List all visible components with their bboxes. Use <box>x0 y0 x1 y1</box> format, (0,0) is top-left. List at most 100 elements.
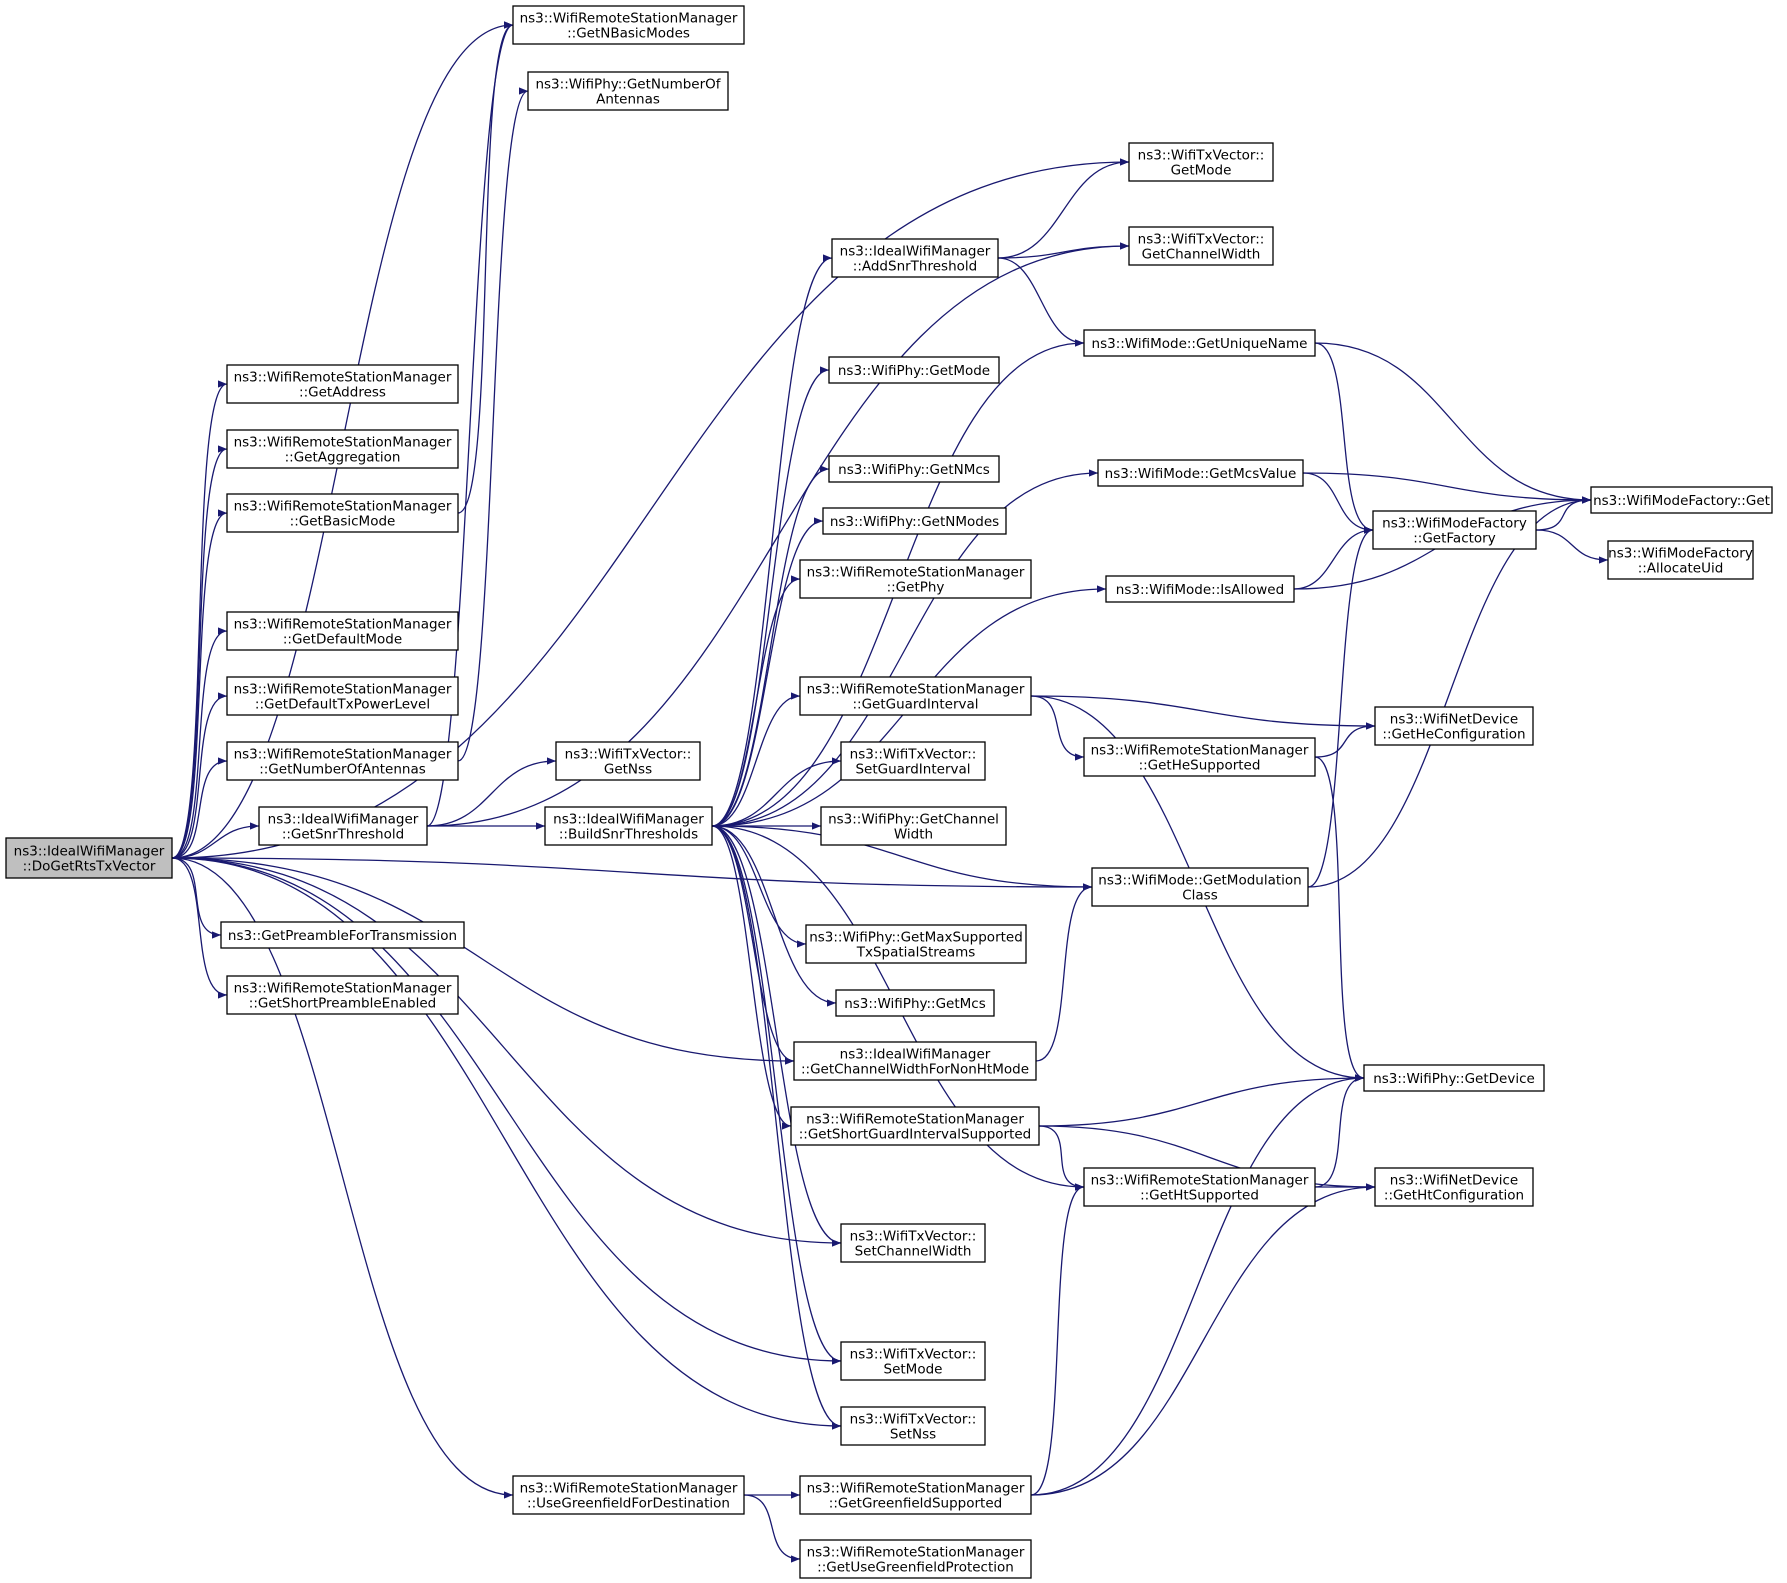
node-wifi-phy-get-nmodes[interactable]: ns3::WifiPhy::GetNModes <box>822 507 1007 535</box>
node-box <box>1363 1064 1545 1092</box>
node-wifi-mode-factory-get[interactable]: ns3::WifiModeFactory::Get <box>1590 486 1773 514</box>
node-label: ::GetHtConfiguration <box>1384 1188 1524 1204</box>
node-box <box>5 837 173 879</box>
call-edge <box>1030 1183 1085 1496</box>
node-label: ns3::IdealWifiManager <box>840 1047 991 1063</box>
node-box <box>226 364 459 404</box>
node-wifi-remote-station-manager-get-phy[interactable]: ns3::WifiRemoteStationManager::GetPhy <box>799 559 1032 599</box>
node-wifi-remote-station-manager-get-he-supported[interactable]: ns3::WifiRemoteStationManager::GetHeSupp… <box>1083 737 1316 777</box>
node-get-preamble-for-transmission[interactable]: ns3::GetPreambleForTransmission <box>220 921 465 949</box>
node-box <box>840 1223 986 1263</box>
node-label: ns3::WifiRemoteStationManager <box>234 617 452 633</box>
node-box <box>258 806 428 846</box>
call-edge <box>711 692 801 827</box>
node-wifi-remote-station-manager-get-guard-interval[interactable]: ns3::WifiRemoteStationManager::GetGuardI… <box>799 676 1032 716</box>
node-wifi-remote-station-manager-get-short-guard-interval-supported[interactable]: ns3::WifiRemoteStationManager::GetShortG… <box>790 1106 1040 1146</box>
edge-n30-to-n43 <box>1030 1183 1376 1496</box>
node-wifi-phy-get-max-supported-tx-spatial-streams[interactable]: ns3::WifiPhy::GetMaxSupportedTxSpatialSt… <box>805 924 1027 964</box>
node-wifi-net-device-get-ht-configuration[interactable]: ns3::WifiNetDevice::GetHtConfiguration <box>1374 1167 1534 1207</box>
call-edge <box>711 517 824 827</box>
call-edge <box>171 857 228 999</box>
call-edge <box>171 857 842 1247</box>
node-ideal-wifi-manager-get-channel-width-for-non-ht-mode[interactable]: ns3::IdealWifiManager::GetChannelWidthFo… <box>793 1041 1037 1081</box>
node-label: ns3::WifiModeFactory <box>1608 546 1753 562</box>
edge-n35-to-n40 <box>1302 472 1374 534</box>
node-label: ::UseGreenfieldForDestination <box>527 1496 730 1512</box>
node-label: ::GetAddress <box>299 385 386 401</box>
node-wifi-mode-factory-get-factory[interactable]: ns3::WifiModeFactory::GetFactory <box>1372 510 1537 550</box>
node-wifi-remote-station-manager-get-greenfield-supported[interactable]: ns3::WifiRemoteStationManager::GetGreenf… <box>799 1475 1032 1515</box>
node-wifi-tx-vector-get-nss[interactable]: ns3::WifiTxVector::GetNss <box>555 741 701 781</box>
node-wifi-tx-vector-set-nss[interactable]: ns3::WifiTxVector::SetNss <box>840 1406 986 1446</box>
node-box <box>805 924 1027 964</box>
node-ideal-wifi-manager-build-snr-thresholds[interactable]: ns3::IdealWifiManager::BuildSnrThreshold… <box>544 806 713 846</box>
call-edge <box>997 257 1085 347</box>
edge-n0-to-n28 <box>171 857 842 1365</box>
node-wifi-mode-get-unique-name[interactable]: ns3::WifiMode::GetUniqueName <box>1083 329 1316 357</box>
node-label: ns3::WifiTxVector:: <box>565 747 692 763</box>
call-edge <box>711 254 833 827</box>
node-wifi-mode-get-mcs-value[interactable]: ns3::WifiMode::GetMcsValue <box>1097 459 1304 487</box>
node-label: ::BuildSnrThresholds <box>559 827 698 843</box>
call-edge <box>171 692 228 859</box>
node-label: Antennas <box>596 92 660 108</box>
node-wifi-remote-station-manager-get-default-tx-power-level[interactable]: ns3::WifiRemoteStationManager::GetDefaul… <box>226 676 459 716</box>
node-box <box>840 1341 986 1381</box>
edge-n25-to-n38 <box>1035 883 1093 1062</box>
node-wifi-tx-vector-set-mode[interactable]: ns3::WifiTxVector::SetMode <box>840 1341 986 1381</box>
node-box <box>820 806 1007 846</box>
node-ideal-wifi-manager-do-get-rts-tx-vector[interactable]: ns3::IdealWifiManager::DoGetRtsTxVector <box>5 837 173 879</box>
node-label: ns3::WifiPhy::GetNModes <box>830 514 999 530</box>
node-wifi-remote-station-manager-get-address[interactable]: ns3::WifiRemoteStationManager::GetAddres… <box>226 364 459 404</box>
node-ideal-wifi-manager-add-snr-threshold[interactable]: ns3::IdealWifiManager::AddSnrThreshold <box>831 238 999 278</box>
node-box <box>831 238 999 278</box>
node-label: ns3::WifiRemoteStationManager <box>807 682 1025 698</box>
node-wifi-mode-is-allowed[interactable]: ns3::WifiMode::IsAllowed <box>1105 575 1295 603</box>
node-wifi-net-device-get-he-configuration[interactable]: ns3::WifiNetDevice::GetHeConfiguration <box>1374 706 1534 746</box>
node-box <box>1083 1167 1316 1207</box>
edge-n0-to-n14 <box>171 857 514 1499</box>
node-label: ::GetFactory <box>1413 531 1495 547</box>
call-edge <box>1038 1125 1376 1191</box>
node-label: ::GetChannelWidthForNonHtMode <box>801 1062 1029 1078</box>
node-wifi-phy-get-mcs[interactable]: ns3::WifiPhy::GetMcs <box>835 989 995 1017</box>
call-edge <box>1307 526 1374 888</box>
node-wifi-phy-get-mode[interactable]: ns3::WifiPhy::GetMode <box>828 356 1000 384</box>
node-label: ns3::GetPreambleForTransmission <box>228 928 457 944</box>
edge-n0-to-n27 <box>171 857 842 1247</box>
node-label: GetNss <box>604 762 652 778</box>
node-wifi-tx-vector-get-mode[interactable]: ns3::WifiTxVector::GetMode <box>1128 142 1274 182</box>
node-wifi-remote-station-manager-get-number-of-antennas[interactable]: ns3::WifiRemoteStationManager::GetNumber… <box>226 741 459 781</box>
node-wifi-remote-station-manager-get-short-preamble-enabled[interactable]: ns3::WifiRemoteStationManager::GetShortP… <box>226 975 459 1015</box>
node-wifi-remote-station-manager-get-nbasic-modes[interactable]: ns3::WifiRemoteStationManager::GetNBasic… <box>512 5 745 45</box>
node-wifi-tx-vector-get-channel-width[interactable]: ns3::WifiTxVector::GetChannelWidth <box>1128 226 1274 266</box>
call-edge <box>1293 526 1374 590</box>
edge-n13-to-n21 <box>711 757 842 827</box>
node-wifi-phy-get-nmcs[interactable]: ns3::WifiPhy::GetNMcs <box>828 455 1000 483</box>
node-label: ::GetPhy <box>887 580 945 596</box>
node-wifi-phy-get-number-of-antennas[interactable]: ns3::WifiPhy::GetNumberOfAntennas <box>527 71 729 111</box>
node-box <box>226 741 459 781</box>
edge-n7-to-n33 <box>426 242 1130 827</box>
node-wifi-remote-station-manager-get-basic-mode[interactable]: ns3::WifiRemoteStationManager::GetBasicM… <box>226 493 459 533</box>
node-wifi-remote-station-manager-get-default-mode[interactable]: ns3::WifiRemoteStationManager::GetDefaul… <box>226 611 459 651</box>
node-wifi-tx-vector-set-channel-width[interactable]: ns3::WifiTxVector::SetChannelWidth <box>840 1223 986 1263</box>
edge-n26-to-n43 <box>1038 1125 1376 1191</box>
node-wifi-tx-vector-set-guard-interval[interactable]: ns3::WifiTxVector::SetGuardInterval <box>840 741 986 781</box>
node-wifi-mode-factory-allocate-uid[interactable]: ns3::WifiModeFactory::AllocateUid <box>1607 540 1754 580</box>
call-edge <box>711 469 1099 827</box>
node-box <box>1374 706 1534 746</box>
node-label: ns3::WifiRemoteStationManager <box>234 435 452 451</box>
call-edge <box>1314 1074 1365 1188</box>
node-wifi-remote-station-manager-get-ht-supported[interactable]: ns3::WifiRemoteStationManager::GetHtSupp… <box>1083 1167 1316 1207</box>
node-wifi-remote-station-manager-get-use-greenfield-protection[interactable]: ns3::WifiRemoteStationManager::GetUseGre… <box>799 1539 1032 1579</box>
call-edge <box>1314 756 1365 1082</box>
node-ideal-wifi-manager-get-snr-threshold[interactable]: ns3::IdealWifiManager::GetSnrThreshold <box>258 806 428 846</box>
node-wifi-remote-station-manager-get-aggregation[interactable]: ns3::WifiRemoteStationManager::GetAggreg… <box>226 429 459 469</box>
node-label: ::GetGreenfieldSupported <box>829 1496 1002 1512</box>
node-label: ns3::WifiPhy::GetChannel <box>828 812 999 828</box>
node-wifi-phy-get-channel-width[interactable]: ns3::WifiPhy::GetChannelWidth <box>820 806 1007 846</box>
node-wifi-phy-get-device[interactable]: ns3::WifiPhy::GetDevice <box>1363 1064 1545 1092</box>
node-wifi-remote-station-manager-use-greenfield-for-destination[interactable]: ns3::WifiRemoteStationManager::UseGreenf… <box>512 1475 745 1515</box>
